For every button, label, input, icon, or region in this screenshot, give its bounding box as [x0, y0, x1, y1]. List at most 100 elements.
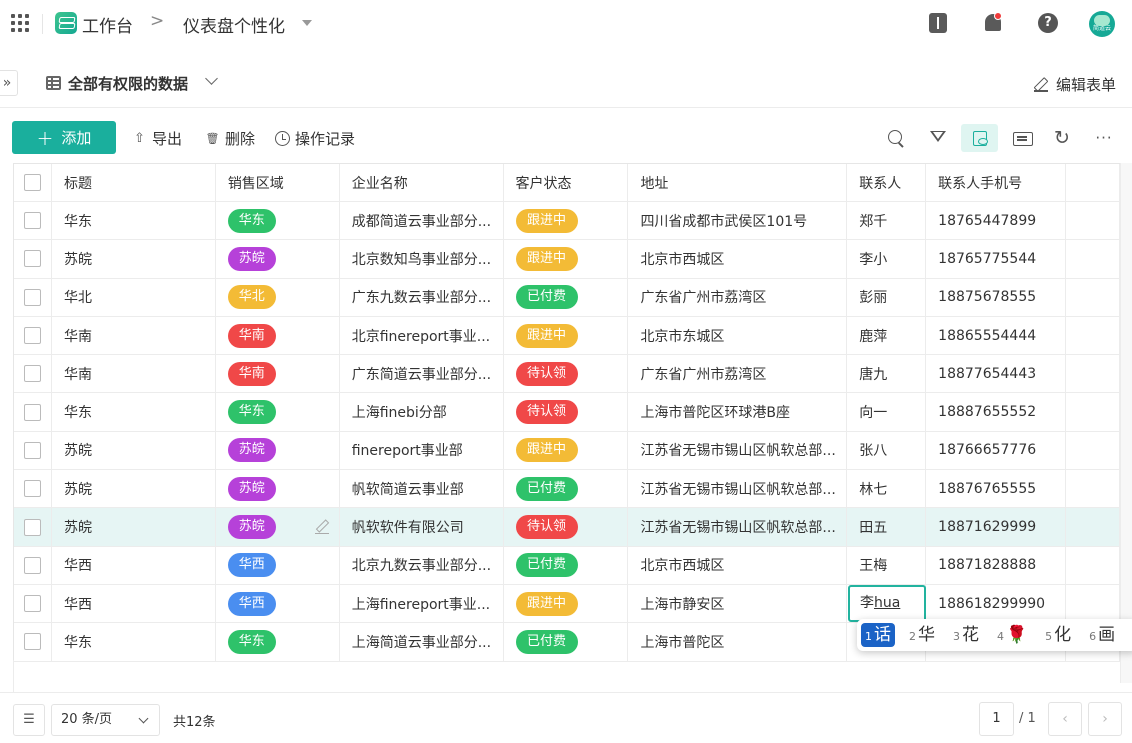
status-cell[interactable]: 已付费	[504, 470, 629, 508]
next-page-button[interactable]: ›	[1088, 702, 1122, 736]
title-cell[interactable]: 华东	[52, 393, 216, 431]
row-checkbox[interactable]	[24, 250, 41, 268]
ime-candidate[interactable]: 4🌹	[993, 623, 1031, 647]
address-cell[interactable]: 江苏省无锡市锡山区帆软总部...	[628, 431, 848, 470]
company-cell[interactable]: finereport事业部	[340, 431, 504, 470]
status-cell[interactable]: 跟进中	[504, 431, 629, 470]
address-cell[interactable]: 广东省广州市荔湾区	[628, 355, 848, 393]
contact-cell[interactable]: 王梅	[847, 546, 927, 584]
region-cell[interactable]: 华西	[216, 584, 340, 623]
contact-cell[interactable]: 田五	[847, 508, 927, 546]
phone-cell[interactable]: 18765775544	[926, 240, 1067, 278]
title-cell[interactable]: 华东	[52, 202, 216, 240]
contact-cell[interactable]: 郑千	[847, 202, 927, 240]
company-cell[interactable]: 上海finebi分部	[340, 393, 504, 431]
contact-cell[interactable]: 唐九	[847, 355, 927, 393]
address-cell[interactable]: 四川省成都市武侯区101号	[628, 202, 848, 240]
company-cell[interactable]: 上海简道云事业部分...	[340, 623, 504, 661]
caret-down-icon[interactable]	[302, 20, 312, 26]
status-cell[interactable]: 待认领	[504, 355, 629, 393]
contact-edit-input[interactable]: 李hua	[848, 585, 926, 622]
help-icon[interactable]: ?	[1038, 13, 1058, 33]
region-cell[interactable]: 苏皖	[216, 470, 340, 508]
row-checkbox[interactable]	[24, 556, 41, 574]
column-header[interactable]: 联系人手机号	[926, 164, 1067, 201]
region-cell[interactable]: 苏皖	[216, 508, 340, 546]
avatar[interactable]: 简道云	[1089, 11, 1115, 37]
company-cell[interactable]: 广东九数云事业部分...	[340, 278, 504, 316]
contact-cell[interactable]: 李小	[847, 240, 927, 278]
row-checkbox[interactable]	[24, 518, 41, 536]
address-cell[interactable]: 北京市东城区	[628, 316, 848, 355]
phone-cell[interactable]: 18876765555	[926, 470, 1067, 508]
title-cell[interactable]: 苏皖	[52, 470, 216, 508]
title-cell[interactable]: 苏皖	[52, 508, 216, 546]
region-cell[interactable]: 华东	[216, 202, 340, 240]
title-cell[interactable]: 华南	[52, 316, 216, 355]
phone-cell[interactable]: 188618299990	[926, 584, 1067, 623]
row-checkbox[interactable]	[24, 212, 41, 230]
status-cell[interactable]: 已付费	[504, 546, 629, 584]
row-checkbox[interactable]	[24, 365, 41, 383]
contact-cell[interactable]: 鹿萍	[847, 316, 927, 355]
phone-cell[interactable]: 18871629999	[926, 508, 1067, 546]
prev-page-button[interactable]: ‹	[1048, 702, 1082, 736]
company-cell[interactable]: 成都简道云事业部分...	[340, 202, 504, 240]
view-title[interactable]: 全部有权限的数据	[68, 75, 189, 93]
row-density-button[interactable]: ☰	[13, 704, 45, 736]
title-cell[interactable]: 华西	[52, 584, 216, 623]
filter-icon[interactable]	[927, 126, 949, 150]
status-cell[interactable]: 跟进中	[504, 240, 629, 278]
region-cell[interactable]: 华北	[216, 278, 340, 316]
breadcrumb-current-app[interactable]: 仪表盘个性化	[183, 17, 285, 37]
phone-cell[interactable]: 18871828888	[926, 546, 1067, 584]
select-all-checkbox[interactable]	[24, 174, 41, 191]
address-cell[interactable]: 广东省广州市荔湾区	[628, 278, 848, 316]
company-cell[interactable]: 上海finereport事业...	[340, 584, 504, 623]
column-header[interactable]: 标题	[52, 164, 216, 201]
region-cell[interactable]: 华南	[216, 355, 340, 393]
row-checkbox[interactable]	[24, 595, 41, 613]
title-cell[interactable]: 华北	[52, 278, 216, 316]
address-cell[interactable]: 江苏省无锡市锡山区帆软总部...	[628, 508, 848, 546]
history-button[interactable]: 操作记录	[275, 128, 355, 149]
region-cell[interactable]: 苏皖	[216, 240, 340, 278]
company-cell[interactable]: 北京数知鸟事业部分...	[340, 240, 504, 278]
title-cell[interactable]: 华东	[52, 623, 216, 661]
phone-cell[interactable]: 18766657776	[926, 431, 1067, 470]
edit-cell-pencil-icon[interactable]	[314, 520, 329, 535]
address-cell[interactable]: 北京市西城区	[628, 240, 848, 278]
expand-sidebar-button[interactable]: »	[0, 70, 18, 96]
phone-cell[interactable]: 18887655552	[926, 393, 1067, 431]
region-cell[interactable]: 苏皖	[216, 431, 340, 470]
address-cell[interactable]: 北京市西城区	[628, 546, 848, 584]
column-header[interactable]: 联系人	[847, 164, 927, 201]
more-icon[interactable]: ···	[1095, 129, 1113, 147]
region-cell[interactable]: 华南	[216, 316, 340, 355]
breadcrumb-workbench[interactable]: 工作台	[82, 17, 133, 37]
row-checkbox[interactable]	[24, 288, 41, 306]
status-cell[interactable]: 已付费	[504, 623, 629, 661]
title-cell[interactable]: 华西	[52, 546, 216, 584]
address-cell[interactable]: 江苏省无锡市锡山区帆软总部...	[628, 470, 848, 508]
region-cell[interactable]: 华西	[216, 546, 340, 584]
row-checkbox[interactable]	[24, 327, 41, 345]
title-cell[interactable]: 苏皖	[52, 240, 216, 278]
phone-cell[interactable]: 18765447899	[926, 202, 1067, 240]
status-cell[interactable]: 跟进中	[504, 202, 629, 240]
edit-form-button[interactable]: 编辑表单	[1034, 74, 1116, 95]
phone-cell[interactable]: 18877654443	[926, 355, 1067, 393]
